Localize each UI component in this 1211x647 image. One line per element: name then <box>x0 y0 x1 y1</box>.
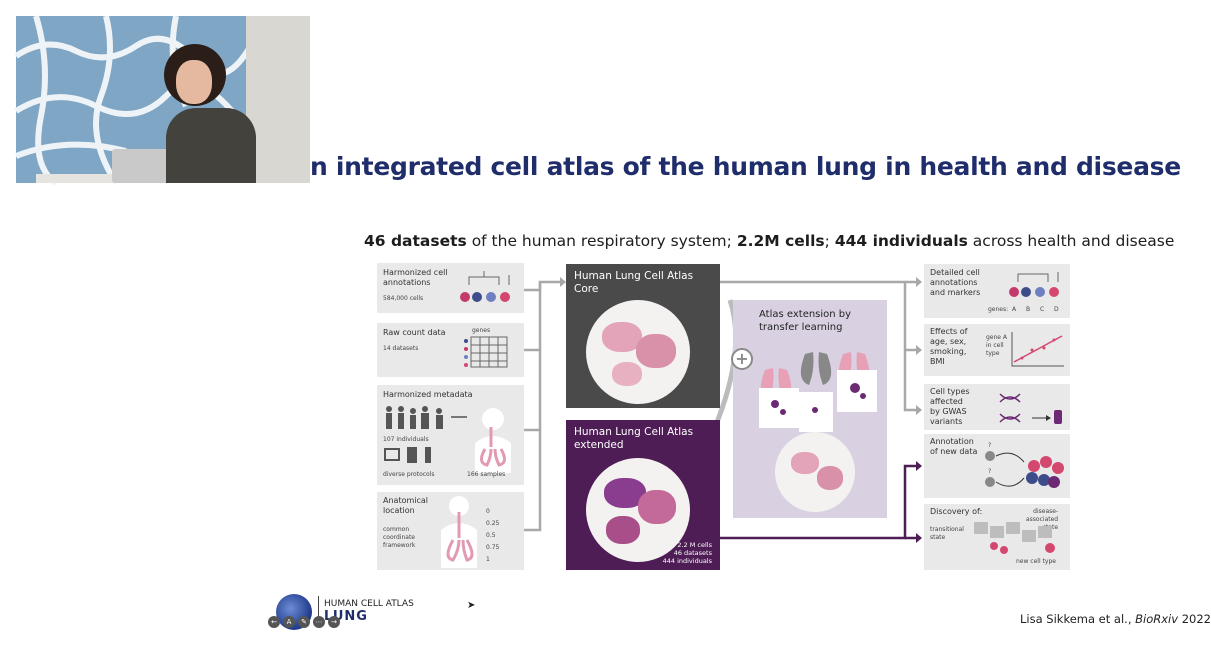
more-options-button[interactable]: ⋯ <box>313 616 325 628</box>
gene-letter: C <box>1040 306 1045 313</box>
subtitle-part: ; <box>824 232 835 250</box>
slide-title: n integrated cell atlas of the human lun… <box>310 152 1181 181</box>
annotation-tree-icon <box>460 271 510 302</box>
genes-label: genes: <box>988 306 1009 313</box>
annotation-title: Annotation of new data <box>930 437 978 456</box>
citation-prefix: Lisa Sikkema et al., <box>1020 612 1136 626</box>
panel-transfer-learning: Atlas extension by transfer learning <box>733 300 887 518</box>
citation-year: 2022 <box>1178 612 1211 626</box>
transfer-umap <box>775 432 855 512</box>
extended-stats: 2.2 M cells 46 datasets 444 individuals <box>662 541 712 565</box>
pen-button[interactable]: ✎ <box>298 616 310 628</box>
subtitle-part: of the human respiratory system; <box>466 232 737 250</box>
panel-cell-annotations: Harmonized cell annotations 584,000 cell… <box>377 263 524 313</box>
metadata-individuals: 107 individuals <box>383 436 429 443</box>
panel-atlas-extended: Human Lung Cell Atlas extended 2.2 M cel… <box>566 420 720 570</box>
gene-letter: A <box>1012 306 1017 313</box>
protocol-icons <box>384 447 431 463</box>
next-slide-button[interactable]: → <box>328 616 340 628</box>
panel-anatomical-location: Anatomical location common coordinate fr… <box>377 492 524 570</box>
umap-cluster <box>636 334 676 368</box>
tissue-icon <box>974 522 1055 554</box>
umap-cluster <box>791 452 819 474</box>
metadata-protocols: diverse protocols <box>383 471 435 478</box>
question-mark: ? <box>988 468 992 475</box>
panel-discovery: Discovery of: disease- associated state … <box>924 504 1070 570</box>
new-cell-type-label: new cell type <box>1016 558 1056 565</box>
panel-effects: Effects of age, sex, smoking, BMI gene A… <box>924 324 1070 376</box>
human-torso-icon <box>475 408 511 473</box>
panel-atlas-core: Human Lung Cell Atlas Core <box>566 264 720 408</box>
transfer-title: Atlas extension by transfer learning <box>759 309 852 333</box>
metadata-title: Harmonized metadata <box>383 390 473 399</box>
panel-raw-count: Raw count data 14 datasets genes <box>377 323 524 377</box>
presenter-face <box>176 60 212 104</box>
scatter-trend-icon <box>1011 332 1064 367</box>
people-icon <box>386 406 467 429</box>
subtitle-part: 46 datasets <box>364 232 467 250</box>
location-tick: 0.5 <box>486 532 496 539</box>
slide-subtitle: 46 datasets of the human respiratory sys… <box>364 232 1174 250</box>
subtitle-part: 444 individuals <box>834 232 968 250</box>
effects-title: Effects of age, sex, smoking, BMI <box>930 327 968 366</box>
subtitle-part: 2.2M cells <box>736 232 825 250</box>
panel-detailed-annotations: Detailed cell annotations and markers ge… <box>924 264 1070 318</box>
extended-title: Human Lung Cell Atlas extended <box>574 426 694 451</box>
annotations-count: 584,000 cells <box>383 295 424 302</box>
umap-cluster <box>817 466 843 490</box>
gene-letter: D <box>1054 306 1059 313</box>
gene-in-cell-label: gene A in cell type <box>986 334 1008 357</box>
previous-slide-button[interactable]: ← <box>268 616 280 628</box>
annotations-title: Harmonized cell annotations <box>383 268 448 287</box>
subtitle-part: across health and disease <box>967 232 1175 250</box>
cell-cluster-icon <box>985 451 1064 488</box>
gene-letter: B <box>1026 306 1031 313</box>
count-matrix-icon <box>464 336 508 368</box>
annotation-tree-icon <box>1009 272 1059 297</box>
wall-panel <box>246 16 310 183</box>
citation-journal: BioRxiv <box>1135 612 1179 626</box>
detailed-title: Detailed cell annotations and markers <box>930 268 981 297</box>
gwas-title: Cell types affected by GWAS variants <box>930 387 970 426</box>
umap-cluster <box>606 516 640 544</box>
citation: Lisa Sikkema et al., BioRxiv 2022 <box>1020 612 1211 626</box>
umap-cluster <box>638 490 676 524</box>
location-sub: common coordinate framework <box>383 526 416 549</box>
metadata-samples: 166 samples <box>467 471 506 478</box>
plus-icon: + <box>731 348 753 370</box>
location-tick: 1 <box>486 556 490 563</box>
discovery-title: Discovery of: <box>930 507 983 516</box>
slide-controls: ← A ✎ ⋯ → <box>268 616 340 628</box>
presenter-body <box>166 108 256 183</box>
location-tick: 0 <box>486 508 490 515</box>
question-mark: ? <box>988 442 992 449</box>
mouse-cursor-icon: ➤ <box>467 600 476 611</box>
umap-cluster <box>612 362 642 386</box>
logo-divider <box>318 596 319 626</box>
raw-title: Raw count data <box>383 328 446 337</box>
panel-metadata: Harmonized metadata 107 individuals dive… <box>377 385 524 485</box>
panel-annotation-new-data: Annotation of new data ? ? <box>924 434 1070 498</box>
location-tick: 0.25 <box>486 520 500 527</box>
core-title: Human Lung Cell Atlas Core <box>574 270 694 295</box>
raw-count: 14 datasets <box>383 345 419 352</box>
dna-icon <box>999 393 1062 424</box>
presenter-video <box>14 15 310 186</box>
airway-icon <box>441 496 477 568</box>
location-tick: 0.75 <box>486 544 500 551</box>
location-title: Anatomical location <box>383 496 429 515</box>
panel-gwas: Cell types affected by GWAS variants <box>924 384 1070 430</box>
transitional-label: transitional state <box>930 526 964 541</box>
logo-top-text: HUMAN CELL ATLAS <box>324 599 414 609</box>
lung-samples-icon <box>759 352 877 432</box>
raw-genes: genes <box>472 327 491 334</box>
annotate-button[interactable]: A <box>283 616 295 628</box>
umap-cluster <box>602 322 642 352</box>
